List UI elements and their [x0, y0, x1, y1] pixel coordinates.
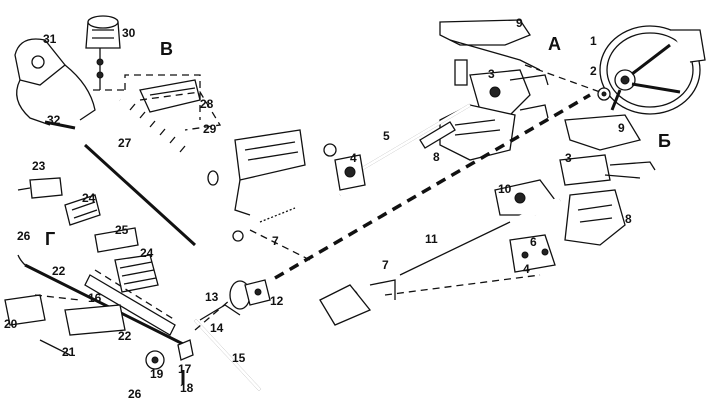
dashed-link-section-a-lower: [249, 229, 311, 261]
callout-7-left: 7: [272, 234, 279, 248]
dashed-link-b-lower: [384, 274, 541, 296]
callout-9-right: 9: [618, 121, 625, 135]
section-label-a: А: [548, 34, 561, 54]
callout-31: 31: [43, 32, 57, 46]
dashed-link-g-bracket: [34, 294, 81, 301]
callout-13: 13: [205, 290, 219, 304]
lower-bracket-22: [64, 304, 126, 336]
callout-4-bottom: 4: [523, 262, 530, 276]
divider-line-v-g: [83, 143, 197, 247]
lower-bracket-section-b: [319, 279, 396, 326]
callout-3-top: 3: [488, 67, 495, 81]
callout-14: 14: [210, 321, 224, 335]
ujoint-12: [244, 279, 271, 306]
intermediate-shaft-15: [193, 318, 262, 392]
callout-22-lower: 22: [118, 329, 132, 343]
callout-17: 17: [178, 362, 192, 376]
steering-wheel: [599, 25, 706, 115]
callout-32: 32: [47, 113, 61, 127]
callout-26-bottom: 26: [128, 387, 142, 401]
universal-joint-section-a: [323, 143, 366, 191]
switch-wiring-harness: [16, 64, 96, 130]
sleeve-25: [94, 227, 139, 253]
callout-24-lower: 24: [140, 246, 154, 260]
callout-10: 10: [498, 182, 512, 196]
dashed-link-a-to-b: [274, 93, 591, 280]
steering-shaft-bellows: [117, 96, 219, 186]
callout-23: 23: [32, 159, 46, 173]
dashed-link-g-boot: [94, 269, 176, 321]
lower-column-tube-section-a: [232, 192, 341, 242]
callout-11: 11: [425, 232, 438, 246]
section-label-v: В: [160, 39, 173, 59]
callout-29: 29: [203, 122, 217, 136]
callout-30: 30: [122, 26, 136, 40]
callout-7-bottom: 7: [382, 258, 389, 272]
callout-16: 16: [88, 291, 102, 305]
callout-18: 18: [180, 381, 194, 395]
lower-shroud-section-b: [564, 189, 626, 246]
bellows-24-lower: [114, 254, 159, 293]
callout-5: 5: [383, 129, 390, 143]
bracket-20: [4, 294, 46, 326]
callout-26-top: 26: [17, 229, 31, 243]
upper-shroud-section-a: [439, 19, 541, 71]
wheel-nut-and-washer: [597, 87, 611, 101]
bolt-21: [39, 339, 71, 356]
callout-9-top: 9: [516, 16, 523, 30]
ignition-switch-body: [14, 38, 66, 86]
section-label-b: Б: [658, 131, 671, 151]
callout-4-top: 4: [350, 151, 357, 165]
callout-2: 2: [590, 64, 597, 78]
callout-6: 6: [530, 235, 537, 249]
dashed-link-v: [93, 74, 201, 120]
callout-28: 28: [200, 97, 214, 111]
rubber-coupling-23: [17, 177, 63, 199]
dashed-link-wheel: [524, 64, 601, 93]
column-support-bracket-section-b: [509, 234, 556, 273]
ignition-switch-cover: [85, 15, 121, 90]
section-label-g: Г: [45, 229, 55, 249]
lower-shaft-section-g: [17, 254, 186, 347]
callout-12: 12: [270, 294, 284, 308]
callout-8-top: 8: [433, 150, 440, 164]
switch-assembly-section-b: [559, 154, 656, 186]
dust-boot-16: [84, 274, 176, 336]
callout-25: 25: [115, 223, 129, 237]
callout-3-right: 3: [565, 151, 572, 165]
combination-switch-assembly: [454, 59, 549, 119]
callout-22-upper: 22: [52, 264, 66, 278]
dashed-link-v-lock: [139, 91, 222, 131]
dashed-link-g-to-12: [194, 299, 231, 331]
callout-20: 20: [4, 317, 18, 331]
upper-shroud-section-b: [564, 114, 642, 151]
clamp-17: [177, 339, 194, 361]
callout-19: 19: [150, 367, 164, 381]
callout-15: 15: [232, 351, 246, 365]
callout-24-upper: 24: [82, 191, 96, 205]
column-mounting-bracket: [234, 129, 306, 216]
callout-8-right: 8: [625, 212, 632, 226]
callout-21: 21: [62, 345, 76, 359]
callout-27: 27: [118, 136, 132, 150]
ujoint-19: [145, 350, 165, 370]
bellows-24-upper: [64, 194, 101, 226]
callout-1: 1: [590, 34, 597, 48]
upper-steering-shaft: [359, 103, 471, 172]
